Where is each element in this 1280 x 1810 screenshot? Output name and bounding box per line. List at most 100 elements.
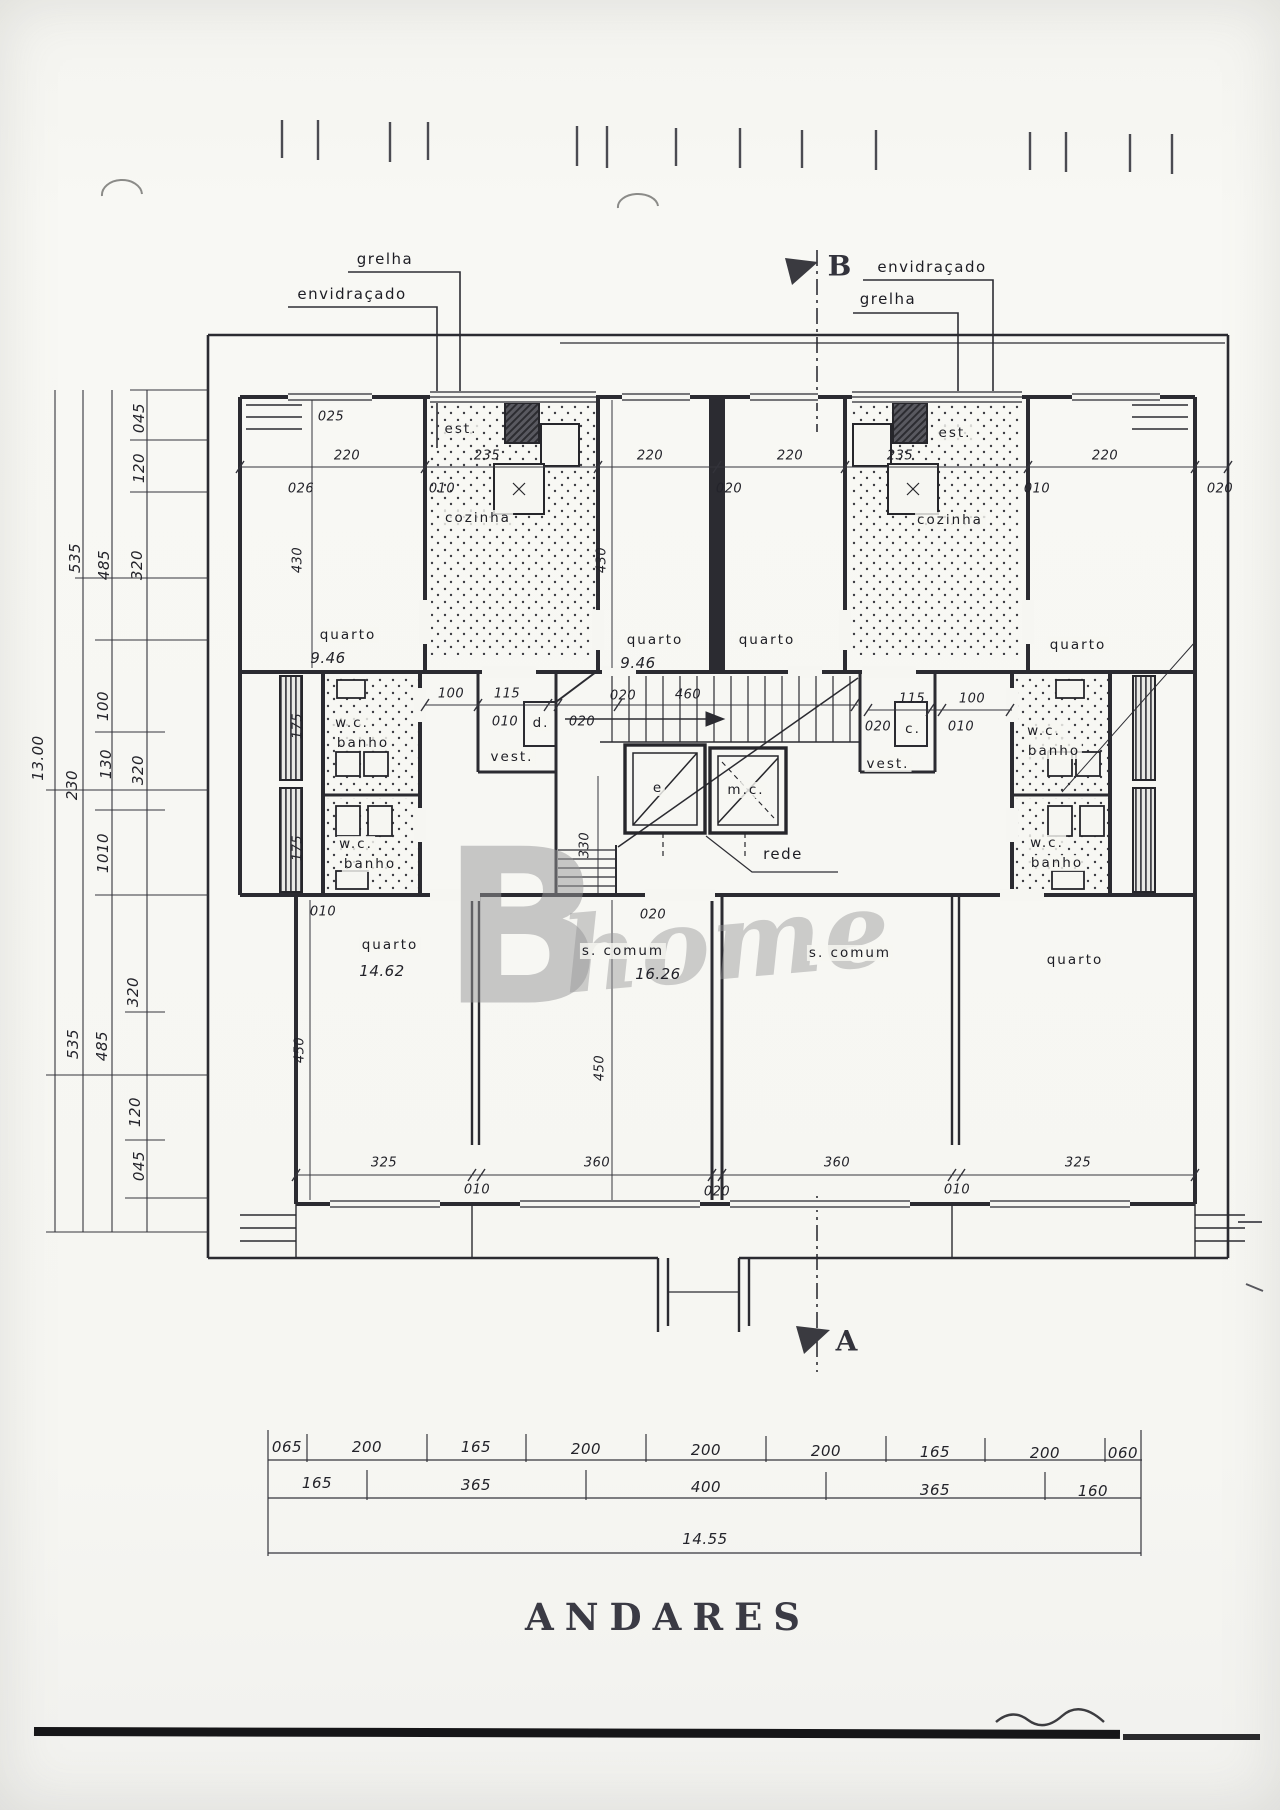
chain-left-320-top: 320 xyxy=(128,549,146,581)
chain-left-485-top: 485 xyxy=(95,549,113,581)
room-quarto-bottom-right: quarto xyxy=(1044,952,1106,968)
room-banho-right-lower: banho xyxy=(1028,855,1086,871)
chain-left-535-top: 535 xyxy=(66,542,84,574)
room-scomum-right: s. comum xyxy=(806,945,894,961)
dim-175-1: 175 xyxy=(290,712,306,740)
section-marker-a: A xyxy=(835,1324,859,1358)
dim-115-mid-left: 115 xyxy=(493,686,521,702)
room-vest-left: vest. xyxy=(488,749,536,765)
chain-bottom-165-2: 165 xyxy=(919,1443,951,1461)
dim-330: 330 xyxy=(577,831,593,859)
left-dimension-chain xyxy=(46,389,208,1233)
callout-envidracado-left: envidraçado xyxy=(297,285,407,303)
area-quarto-bottom-left: 14.62 xyxy=(359,962,405,980)
dim-450-2: 450 xyxy=(592,1054,608,1082)
section-line-a xyxy=(796,1196,830,1372)
chain-bottom-365-1: 365 xyxy=(460,1476,492,1494)
chain-left-535-bot: 535 xyxy=(64,1028,82,1060)
dim-010-mid-left: 010 xyxy=(491,714,519,730)
room-wc-right-lower: w.c. xyxy=(1028,835,1066,851)
machine-room-shaft xyxy=(708,746,788,860)
room-est-right: est. xyxy=(936,425,974,441)
area-quarto-center-left: 9.46 xyxy=(620,654,656,672)
dim-115-mid-right: 115 xyxy=(898,691,926,707)
dim-100-mid-right: 100 xyxy=(958,691,986,707)
chain-bottom-200-2: 200 xyxy=(570,1440,602,1458)
chain-left-100: 100 xyxy=(94,690,112,722)
dim-025: 025 xyxy=(317,409,345,425)
closet-c-label: c. xyxy=(903,721,923,737)
right-leader-line xyxy=(1061,641,1196,793)
room-banho-left-lower: banho xyxy=(341,856,399,872)
chain-bottom-400: 400 xyxy=(690,1478,722,1496)
kitchen-left xyxy=(428,400,596,655)
room-banho-right-upper: banho xyxy=(1025,743,1083,759)
chain-left-1010: 1010 xyxy=(94,832,112,874)
chain-left-320-mid: 320 xyxy=(129,754,147,786)
room-wc-left-upper: w.c. xyxy=(333,715,371,731)
room-wc-left-lower: w.c. xyxy=(337,836,375,852)
section-a-triangle-icon xyxy=(796,1326,830,1354)
dim-220-3: 220 xyxy=(776,448,804,464)
room-cozinha-left: cozinha xyxy=(443,510,513,526)
dim-325-1: 325 xyxy=(370,1155,398,1171)
elevator-label: e xyxy=(650,780,666,796)
room-quarto-center-right: quarto xyxy=(736,632,798,648)
roof-outline xyxy=(206,333,1230,1260)
dim-175-2: 175 xyxy=(290,834,306,862)
chain-bottom-060: 060 xyxy=(1107,1444,1139,1462)
callout-envidracado-right: envidraçado xyxy=(877,258,987,276)
area-scomum-left: 16.26 xyxy=(635,965,681,983)
elevator-shaft xyxy=(623,743,707,860)
closets xyxy=(523,701,928,747)
windows xyxy=(288,391,1160,1210)
terrace-dividers xyxy=(295,1204,1196,1258)
machine-room-label: m.c. xyxy=(725,782,767,798)
section-b-triangle-icon xyxy=(785,258,818,285)
chain-left-045-top: 045 xyxy=(130,402,148,434)
dim-020-2: 020 xyxy=(1206,481,1234,497)
dim-360-1: 360 xyxy=(583,1155,611,1171)
room-wc-right-upper: w.c. xyxy=(1025,723,1063,739)
dim-235-1: 235 xyxy=(473,448,501,464)
dim-010-low-1: 010 xyxy=(463,1182,491,1198)
dim-010-2: 010 xyxy=(1023,481,1051,497)
chain-bottom-200-4: 200 xyxy=(810,1442,842,1460)
dim-220-1: 220 xyxy=(333,448,361,464)
section-line-b xyxy=(785,250,818,432)
dim-020-mid-up: 020 xyxy=(609,688,637,704)
dim-026: 026 xyxy=(287,481,315,497)
kitchen-right xyxy=(852,400,1020,655)
dim-460: 460 xyxy=(674,687,702,703)
rede-leader-line xyxy=(705,835,838,873)
chain-bottom-200-5: 200 xyxy=(1029,1444,1061,1462)
dim-450-1: 450 xyxy=(292,1036,308,1064)
chain-bottom-165-r2: 165 xyxy=(301,1474,333,1492)
door-openings xyxy=(414,600,1044,901)
sheet-title: ANDARES xyxy=(525,1595,811,1639)
callout-grelha-left: grelha xyxy=(356,250,414,268)
dim-020-bottom-band: 020 xyxy=(639,907,667,923)
dim-010-bottom-band: 010 xyxy=(309,904,337,920)
dim-325-2: 325 xyxy=(1064,1155,1092,1171)
chain-bottom-160: 160 xyxy=(1077,1482,1109,1500)
dim-020-low: 020 xyxy=(703,1184,731,1200)
bottom-dimension-chain xyxy=(267,1430,1142,1556)
chain-bottom-065: 065 xyxy=(271,1438,303,1456)
closet-d-label: d. xyxy=(530,715,552,731)
callout-grelha-right: grelha xyxy=(859,290,917,308)
chain-left-120-top: 120 xyxy=(130,452,148,484)
scan-bottom-line xyxy=(33,1708,1260,1740)
room-quarto-bottom-left: quarto xyxy=(359,937,421,953)
chain-left-045-bot: 045 xyxy=(130,1150,148,1182)
staircase xyxy=(555,671,860,895)
dim-010-1: 010 xyxy=(428,481,456,497)
dim-020-mid-right: 020 xyxy=(864,719,892,735)
chain-left-320-bot: 320 xyxy=(124,976,142,1008)
chain-bottom-total: 14.55 xyxy=(682,1530,728,1548)
dim-430-2: 430 xyxy=(594,546,610,574)
chain-left-230: 230 xyxy=(63,769,81,801)
page-edge-marks xyxy=(1238,1221,1264,1292)
